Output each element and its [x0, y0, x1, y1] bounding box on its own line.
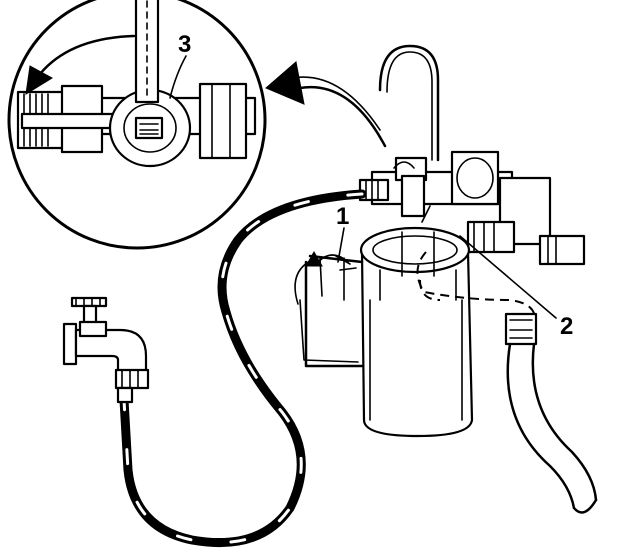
faucet-handle — [70, 296, 108, 308]
inset-arrow-head — [25, 65, 53, 95]
callout-1: 1 — [336, 203, 349, 230]
callout-2: 2 — [560, 313, 573, 340]
leader-1 — [337, 227, 345, 263]
zoom-arrow — [265, 61, 387, 148]
valve-detail-inset: 3 — [7, 0, 267, 250]
top-valve-assembly — [358, 150, 586, 266]
zoom-arrow-head — [265, 61, 305, 105]
vertical-valve-stem — [400, 174, 426, 218]
supply-hose — [119, 189, 367, 548]
flush-tank — [359, 205, 474, 438]
right-fitting — [198, 82, 248, 160]
water-faucet — [62, 296, 150, 404]
catch-tray — [294, 250, 364, 368]
drain-hose — [504, 312, 598, 514]
callout-3: 3 — [178, 31, 191, 58]
gooseneck-pipe — [378, 44, 440, 162]
leader-2 — [459, 235, 557, 319]
wall-flange — [62, 322, 78, 366]
drain-fitting — [504, 312, 538, 346]
pressure-regulator — [450, 150, 500, 206]
tank-lid — [359, 226, 471, 274]
hose-connector — [114, 368, 150, 390]
hidden-internal-hose — [416, 251, 536, 327]
